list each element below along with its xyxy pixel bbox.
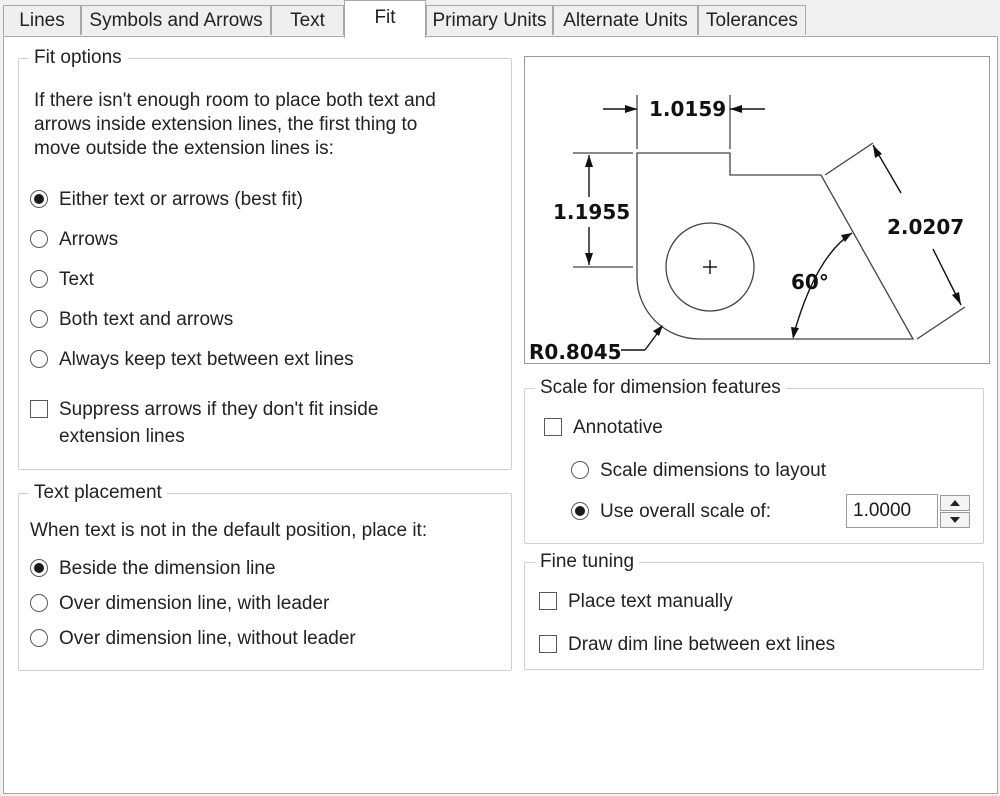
preview-drawing: 1.0159 1.1955 2.0207 60° R0.8045 xyxy=(529,95,966,363)
radio-both-text-and-arrows[interactable] xyxy=(30,310,48,328)
checkbox-label-suppress-arrows-line2[interactable]: extension lines xyxy=(59,426,185,447)
checkbox-draw-dim-line[interactable] xyxy=(539,635,557,653)
spin-down-button[interactable] xyxy=(940,512,970,528)
radio-text[interactable] xyxy=(30,270,48,288)
fit-options-group: Fit options xyxy=(18,46,512,470)
dim-text-radius: R0.8045 xyxy=(529,340,622,363)
hole-circle xyxy=(665,222,755,312)
radio-label-overall-scale[interactable]: Use overall scale of: xyxy=(600,501,772,522)
checkbox-label-suppress-arrows-line1[interactable]: Suppress arrows if they don't fit inside xyxy=(59,399,379,420)
radio-label-both-text-and-arrows[interactable]: Both text and arrows xyxy=(59,309,234,330)
part-outline xyxy=(636,152,915,340)
dimension-preview: 1.0159 1.1955 2.0207 60° R0.8045 xyxy=(524,56,990,364)
radio-label-scale-to-layout[interactable]: Scale dimensions to layout xyxy=(600,460,827,481)
arrow-up-icon xyxy=(950,500,960,506)
dim-text-angle: 60° xyxy=(791,270,829,294)
scale-legend: Scale for dimension features xyxy=(535,376,786,400)
overall-scale-input[interactable]: 1.0000 xyxy=(846,494,938,528)
scale-group: Scale for dimension features xyxy=(524,376,984,544)
radio-beside-dimension-line[interactable] xyxy=(30,559,48,577)
checkbox-label-annotative[interactable]: Annotative xyxy=(573,417,663,438)
checkbox-label-draw-dim-line[interactable]: Draw dim line between ext lines xyxy=(568,634,836,655)
fine-tuning-group: Fine tuning xyxy=(524,550,984,670)
tab-alternate-units[interactable]: Alternate Units xyxy=(553,5,698,35)
checkbox-suppress-arrows[interactable] xyxy=(30,400,48,418)
fit-options-description-line1: If there isn't enough room to place both… xyxy=(34,90,436,111)
checkbox-label-place-text-manually[interactable]: Place text manually xyxy=(568,591,733,612)
text-placement-description: When text is not in the default position… xyxy=(30,520,428,541)
radio-always-keep-text[interactable] xyxy=(30,350,48,368)
checkbox-annotative[interactable] xyxy=(544,418,562,436)
tab-tolerances[interactable]: Tolerances xyxy=(698,5,806,35)
dim-text-top: 1.0159 xyxy=(649,97,726,121)
radio-label-over-with-leader[interactable]: Over dimension line, with leader xyxy=(59,593,330,614)
text-placement-legend: Text placement xyxy=(29,481,167,505)
fit-options-description-line3: move outside the extension lines is: xyxy=(34,138,334,159)
checkbox-place-text-manually[interactable] xyxy=(539,592,557,610)
radio-label-beside-dimension-line[interactable]: Beside the dimension line xyxy=(59,558,276,579)
radio-arrows[interactable] xyxy=(30,230,48,248)
radio-overall-scale[interactable] xyxy=(571,502,589,520)
radio-label-arrows[interactable]: Arrows xyxy=(59,229,119,250)
radio-over-with-leader[interactable] xyxy=(30,594,48,612)
radio-scale-to-layout[interactable] xyxy=(571,461,589,479)
spin-up-button[interactable] xyxy=(940,495,970,511)
radio-label-over-without-leader[interactable]: Over dimension line, without leader xyxy=(59,628,356,649)
tab-primary-units[interactable]: Primary Units xyxy=(426,5,553,35)
radio-over-without-leader[interactable] xyxy=(30,629,48,647)
fit-options-legend: Fit options xyxy=(29,46,127,70)
fine-tuning-legend: Fine tuning xyxy=(535,550,640,574)
text-placement-group: Text placement xyxy=(18,481,512,671)
tab-lines[interactable]: Lines xyxy=(3,5,81,35)
fit-options-description-line2: arrows inside extension lines, the first… xyxy=(34,114,418,135)
tab-symbols-and-arrows[interactable]: Symbols and Arrows xyxy=(81,5,271,35)
radio-either-text-or-arrows[interactable] xyxy=(30,190,48,208)
tab-fit[interactable]: Fit xyxy=(344,0,426,38)
radio-label-text[interactable]: Text xyxy=(59,269,94,290)
dim-text-right: 2.0207 xyxy=(887,215,964,239)
arrow-down-icon xyxy=(950,517,960,523)
radio-label-either-text-or-arrows[interactable]: Either text or arrows (best fit) xyxy=(59,189,303,210)
dim-text-left: 1.1955 xyxy=(553,200,630,224)
tab-text[interactable]: Text xyxy=(271,5,344,35)
radio-label-always-keep-text[interactable]: Always keep text between ext lines xyxy=(59,349,354,370)
